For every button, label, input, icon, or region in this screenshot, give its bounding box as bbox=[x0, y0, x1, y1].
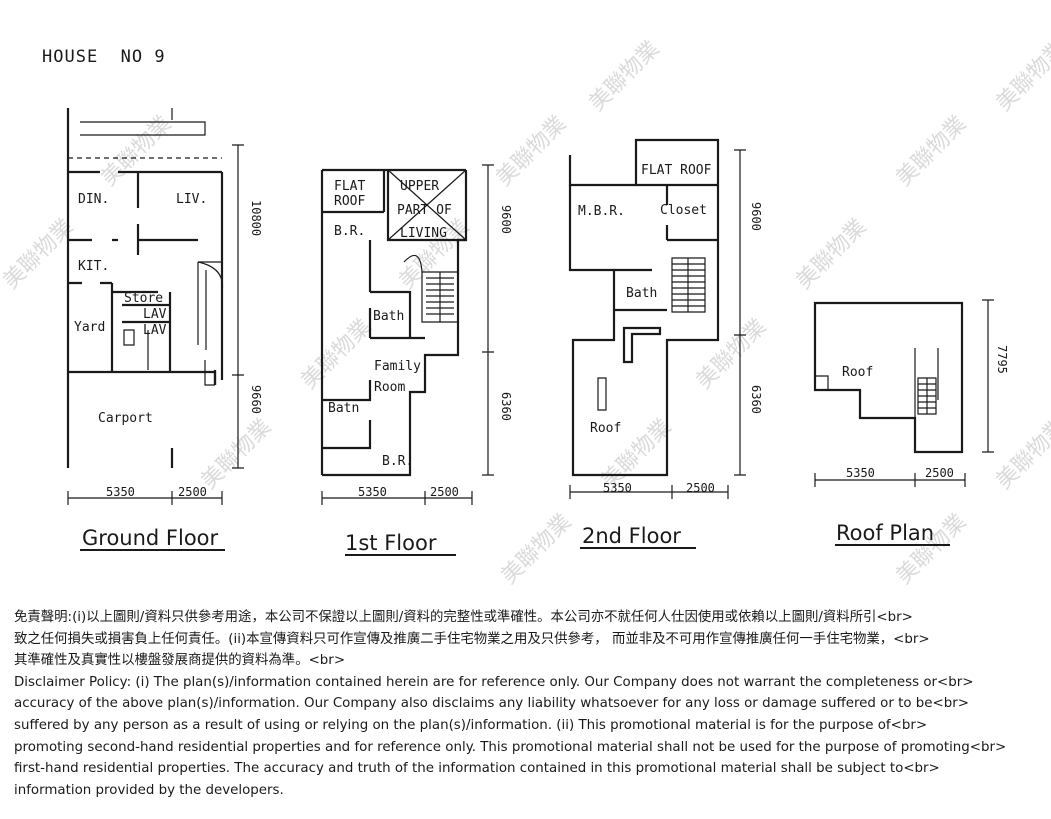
disclaimer-line: Disclaimer Policy: (i) The plan(s)/infor… bbox=[14, 674, 974, 690]
watermark: 美聯物業 bbox=[97, 111, 177, 191]
room-label-living: LIVING bbox=[400, 226, 447, 241]
dim-width-left: 5350 bbox=[106, 485, 135, 499]
roof-plan: Roof 7795 5350 2500 Roof Plan bbox=[813, 299, 1009, 546]
watermark: 美聯物業 bbox=[992, 36, 1051, 116]
room-label-flat-roof-1: FLAT bbox=[334, 179, 365, 194]
disclaimer-line: first-hand residential properties. The a… bbox=[14, 761, 940, 777]
room-label-bath: Bath bbox=[626, 286, 657, 301]
dim-width-right: 2500 bbox=[178, 485, 207, 499]
room-label-bedroom-bottom: B.R. bbox=[382, 454, 413, 469]
floor-title-first: 1st Floor bbox=[345, 531, 437, 555]
room-label-family: Family bbox=[374, 359, 421, 374]
room-label-dining: DIN. bbox=[78, 192, 109, 207]
room-label-roof: Roof bbox=[842, 365, 873, 380]
room-label-flat-roof-2: ROOF bbox=[334, 194, 365, 209]
watermark: 美聯物業 bbox=[992, 414, 1051, 494]
watermark: 美聯物業 bbox=[692, 314, 772, 394]
dim-width-right: 2500 bbox=[430, 485, 459, 499]
room-label-bath: Bath bbox=[373, 309, 404, 324]
watermark: 美聯物業 bbox=[197, 414, 277, 494]
dim-depth: 7795 bbox=[995, 345, 1009, 374]
room-label-lav-1: LAV bbox=[143, 307, 167, 322]
room-label-bath-small: Batn bbox=[328, 401, 359, 416]
room-label-carport: Carport bbox=[98, 411, 153, 426]
disclaimer-line: 其準確性及真實性以樓盤發展商提供的資料為準。<br> bbox=[14, 653, 346, 669]
floor-title-second: 2nd Floor bbox=[582, 524, 681, 548]
watermark: 美聯物業 bbox=[497, 509, 577, 589]
floor-plan-drawing: 美聯物業 美聯物業 美聯物業 美聯物業 美聯物業 美聯物業 美聯物業 美聯物業 … bbox=[0, 36, 1051, 589]
room-label-part-of: PART OF bbox=[397, 203, 452, 218]
disclaimer-line: information provided by the developers. bbox=[14, 782, 284, 798]
disclaimer-line: 致之任何損失或損害負上任何責任。(ii)本宣傳資料只可作宣傳及推廣二手住宅物業之… bbox=[14, 631, 930, 647]
room-label-master-bedroom: M.B.R. bbox=[578, 204, 625, 219]
room-label-living: LIV. bbox=[176, 192, 207, 207]
room-label-roof: Roof bbox=[590, 421, 621, 436]
disclaimer-line: 免責聲明:(i)以上圖則/資料只供參考用途，本公司不保證以上圖則/資料的完整性或… bbox=[14, 610, 913, 625]
disclaimer-line: accuracy of the above plan(s)/informatio… bbox=[14, 696, 969, 712]
disclaimer: 免責聲明:(i)以上圖則/資料只供參考用途，本公司不保證以上圖則/資料的完整性或… bbox=[14, 607, 1044, 801]
watermark: 美聯物業 bbox=[492, 111, 572, 191]
first-floor-plan: FLAT ROOF UPPER PART OF LIVING B.R. Bath… bbox=[320, 164, 513, 556]
watermark: 美聯物業 bbox=[585, 36, 665, 116]
room-label-lav-2: LAV bbox=[143, 323, 167, 338]
house-label: HOUSE NO 9 bbox=[42, 47, 166, 67]
room-label-bedroom-top: B.R. bbox=[334, 224, 365, 239]
dim-width-left: 5350 bbox=[846, 466, 875, 480]
dim-depth-lower: 6360 bbox=[499, 392, 513, 421]
room-label-store: Store bbox=[124, 291, 163, 306]
dim-width-left: 5350 bbox=[603, 481, 632, 495]
disclaimer-line: promoting second-hand residential proper… bbox=[14, 739, 1007, 755]
room-label-upper: UPPER bbox=[400, 179, 439, 194]
room-label-room: Room bbox=[374, 380, 405, 395]
room-label-kitchen: KIT. bbox=[78, 259, 109, 274]
dim-depth-upper: 9600 bbox=[499, 205, 513, 234]
dim-width-left: 5350 bbox=[358, 485, 387, 499]
watermark: 美聯物業 bbox=[0, 214, 78, 294]
watermark: 美聯物業 bbox=[297, 314, 377, 394]
floor-title-ground: Ground Floor bbox=[82, 526, 219, 550]
dim-depth-upper: 9600 bbox=[749, 202, 763, 231]
ground-floor-plan: DIN. LIV. KIT. Store LAV LAV Yard Carpor… bbox=[66, 108, 263, 551]
room-label-flat-roof: FLAT ROOF bbox=[641, 163, 712, 178]
dim-depth-lower: 6360 bbox=[749, 385, 763, 414]
dim-width-right: 2500 bbox=[686, 481, 715, 495]
room-label-yard: Yard bbox=[74, 320, 105, 335]
watermark: 美聯物業 bbox=[792, 214, 872, 294]
floor-title-roof: Roof Plan bbox=[836, 521, 934, 545]
dim-depth-lower: 9660 bbox=[249, 385, 263, 414]
second-floor-plan: FLAT ROOF M.B.R. Closet Bath Roof 9600 6… bbox=[568, 138, 763, 549]
dim-width-right: 2500 bbox=[925, 466, 954, 480]
watermark: 美聯物業 bbox=[892, 111, 972, 191]
dim-depth-upper: 10800 bbox=[249, 200, 263, 236]
disclaimer-line: suffered by any person as a result of us… bbox=[14, 717, 928, 733]
room-label-closet: Closet bbox=[660, 203, 707, 218]
